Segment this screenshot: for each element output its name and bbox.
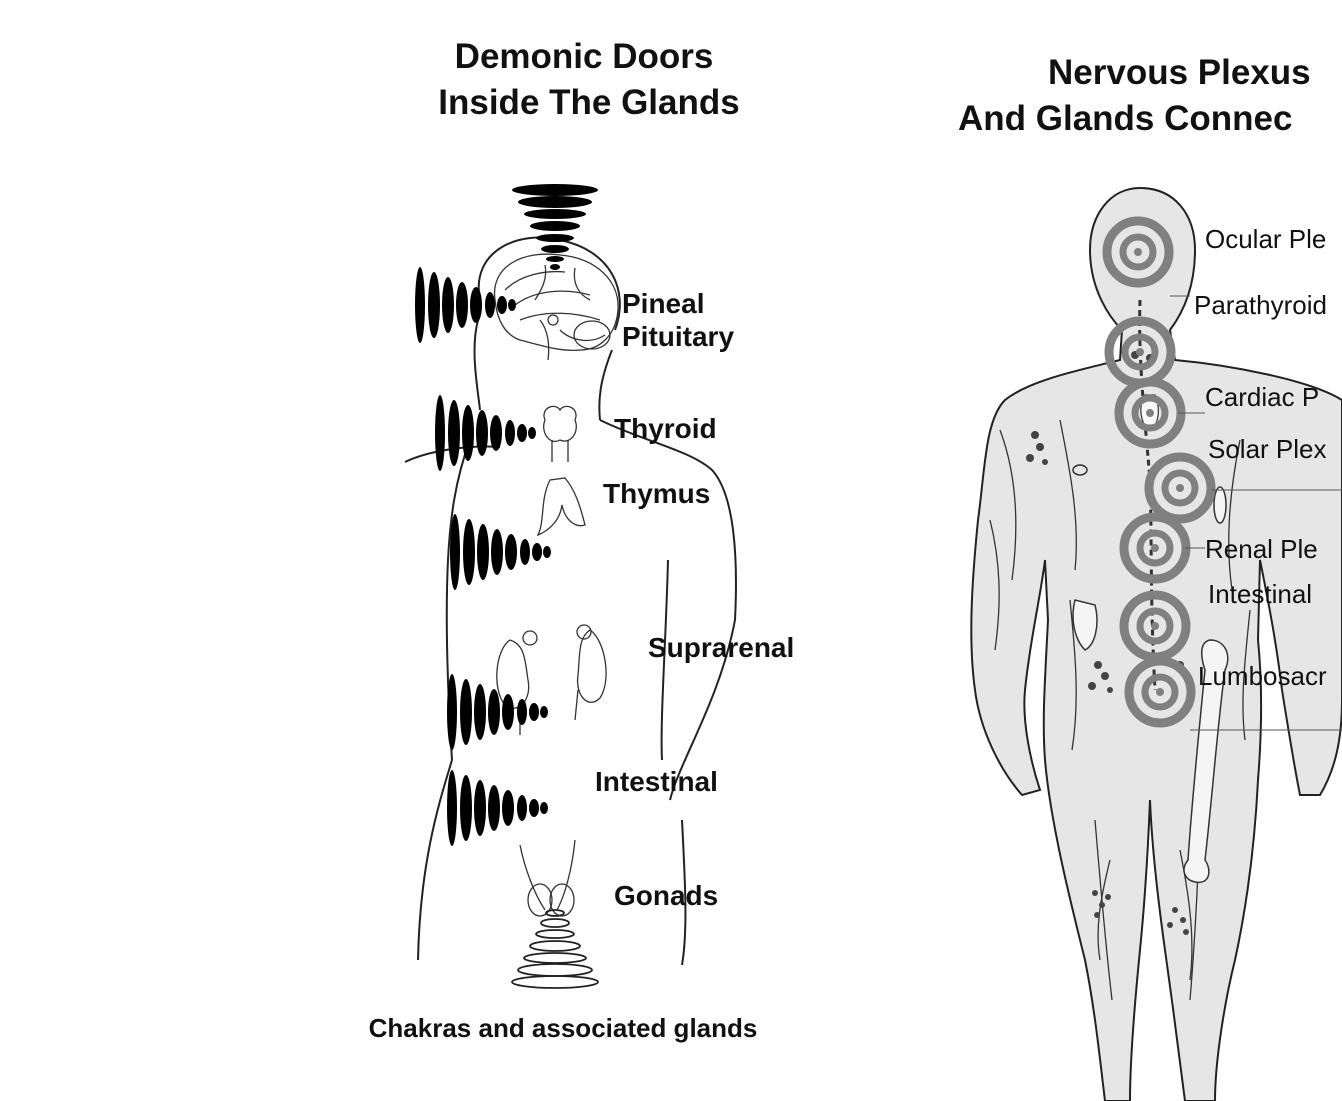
- right-title-line2: And Glands Connec: [958, 99, 1292, 138]
- label-suprarenal: Suprarenal: [648, 632, 794, 663]
- label-gonads: Gonads: [614, 880, 718, 911]
- label-cardiac-plexus: Cardiac P: [1205, 382, 1319, 412]
- label-thyroid: Thyroid: [614, 413, 717, 444]
- throat-cone: [435, 395, 536, 471]
- base-cone: [512, 910, 598, 988]
- label-pituitary: Pituitary: [622, 321, 734, 352]
- thymus-gland: [538, 478, 585, 535]
- label-lumbosacral: Lumbosacr: [1198, 661, 1327, 691]
- left-panel: Demonic Doors Inside The Glands: [369, 37, 795, 1043]
- label-intestinal-plexus: Intestinal: [1208, 579, 1312, 609]
- brow-cone: [415, 267, 516, 343]
- label-thymus: Thymus: [603, 478, 710, 509]
- left-title-line1: Demonic Doors: [455, 37, 714, 76]
- left-caption: Chakras and associated glands: [369, 1013, 758, 1043]
- thyroid-gland: [544, 406, 577, 462]
- label-solar-plexus: Solar Plex: [1208, 434, 1327, 464]
- right-panel: Nervous Plexus And Glands Connec: [958, 53, 1342, 1101]
- heart-cone: [450, 514, 551, 590]
- label-intestinal: Intestinal: [595, 766, 718, 797]
- label-ocular-plexus: Ocular Ple: [1205, 224, 1326, 254]
- right-title-line1: Nervous Plexus: [1048, 53, 1311, 92]
- label-parathyroid: Parathyroid: [1194, 290, 1327, 320]
- label-pineal: Pineal: [622, 288, 704, 319]
- left-title-line2: Inside The Glands: [438, 83, 739, 122]
- sacral-cone: [447, 770, 548, 846]
- label-renal-plexus: Renal Ple: [1205, 534, 1318, 564]
- gonads-illustration: [520, 840, 575, 916]
